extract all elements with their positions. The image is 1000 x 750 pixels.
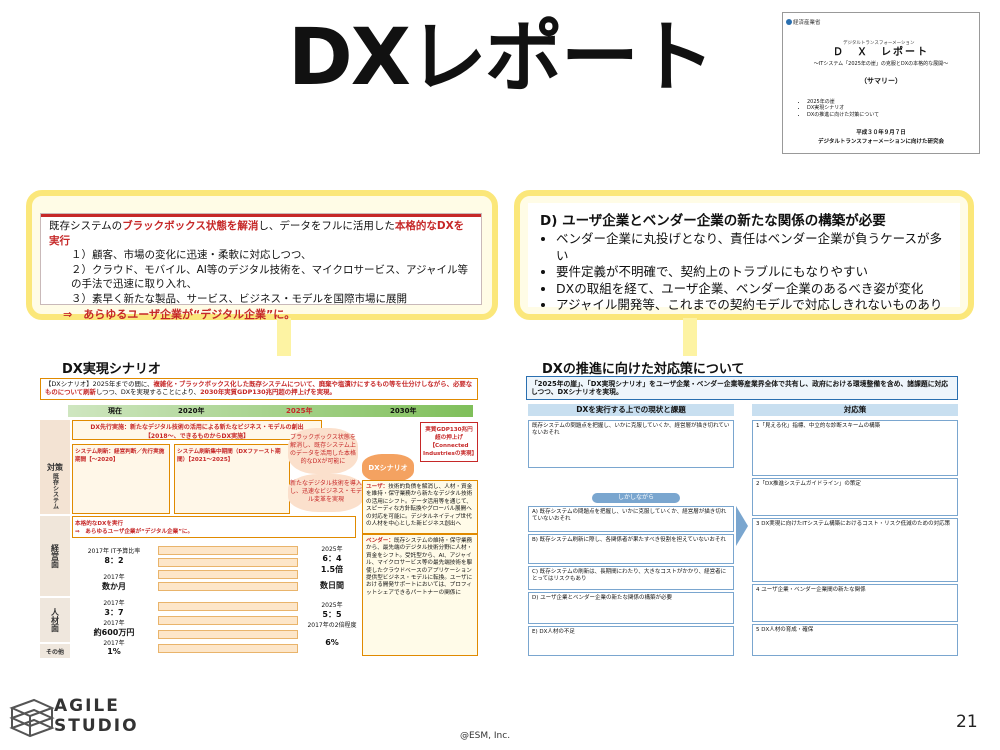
measure-bar xyxy=(158,630,298,639)
vendor-relationship-excerpt: D) ユーザ企業とベンダー企業の新たな関係の構築が必要 ベンダー企業に丸投げとな… xyxy=(528,203,960,312)
dx-cloud-bubble: 新たなデジタル技術を導入し、迅速なビジネス・モデル変革を実現 xyxy=(288,474,364,512)
user-benefit-box: ユーザ：技術的負債を解消し、人材・資金を維持・保守業務から新たなデジタル技術の活… xyxy=(362,480,478,534)
page-title: DXレポート xyxy=(288,13,715,103)
system-renewal-box-1: システム刷新：経営判断／先行実施期間【～2020】 xyxy=(72,444,170,514)
timeline-label: 2025年 xyxy=(286,407,313,415)
dx-execution-mini: 本格的なDXを実行 ⇒ あらゆるユーザ企業が“デジタル企業”に。 xyxy=(72,516,356,538)
dx-measures-slide: DXの推進に向けた対応策について 「2025年の崖」、「DX実現シナリオ」をユー… xyxy=(522,356,962,658)
timeline-label: 2020年 xyxy=(178,407,205,415)
cover-title: Ｄ Ｘ レポート xyxy=(833,47,929,58)
excerpt-bullet: 要件定義が不明確で、契約上のトラブルにもなりやすい xyxy=(556,264,948,281)
cover-subtitle: ～ITシステム「2025年の崖」の克服とDXの本格的な展開～ xyxy=(813,61,949,67)
gdp-target-box: 実質GDP130兆円超の押上げ【Connected Industriesの実現】 xyxy=(420,422,478,462)
excerpt-conclusion: ⇒ あらゆるユーザ企業が“デジタル企業”に。 xyxy=(63,308,296,321)
measure-bar xyxy=(158,558,298,567)
column-header: DXを実行する上での現状と課題 xyxy=(528,404,734,416)
issue-panel: B) 既存システム刷新に際し、各関係者が果たすべき役割を担えていないおそれ xyxy=(528,534,734,564)
excerpt-bullet: DXの取組を経て、ユーザ企業、ベンダー企業のあるべき姿が変化 xyxy=(556,281,948,298)
timeline-label: 現在 xyxy=(108,407,122,415)
slide-title: DX実現シナリオ xyxy=(62,362,161,377)
excerpt-heading: D) ユーザ企業とベンダー企業の新たな関係の構築が必要 xyxy=(540,213,886,229)
target-metric: 1.5倍 xyxy=(320,565,344,574)
dx-scenario-slide: DX実現シナリオ 【DXシナリオ】2025年までの間に、複雑化・ブラックボックス… xyxy=(38,356,482,658)
column-header: 対応策 xyxy=(752,404,958,416)
logo-wordmark: AGILE STUDIO xyxy=(54,696,139,736)
row-label: その他 xyxy=(40,644,70,658)
target-metric: 6% xyxy=(325,638,339,647)
cover-ministry: 経済産業省 xyxy=(793,20,821,26)
target-metric: 2017年の2倍程度 xyxy=(307,622,357,629)
ministry-logo-icon xyxy=(786,19,792,25)
measure-panel: 2「DX推進システムガイドライン」の策定 xyxy=(752,478,958,516)
measure-panel: 5 DX人材の育成・確保 xyxy=(752,624,958,656)
timeline-label: 2030年 xyxy=(390,407,417,415)
system-renewal-box-2: システム刷新集中期間（DXファースト期間）【2021～2025】 xyxy=(174,444,290,514)
measure-bar xyxy=(158,616,298,625)
row-label: 既存システム xyxy=(40,471,70,511)
dx-scenario-badge: DXシナリオ xyxy=(362,454,414,482)
issue-panel: C) 既存システムの刷新は、長期間にわたり、大きなコストがかかり、経営者にとって… xyxy=(528,566,734,590)
slide-banner: 【DXシナリオ】2025年までの間に、複雑化・ブラックボックス化した既存システム… xyxy=(40,378,478,400)
measure-panel: 1「見える化」指標、中立的な診断スキームの構築 xyxy=(752,420,958,476)
cover-item: DXの推進に向けた対策について xyxy=(807,112,879,118)
page-number: 21 xyxy=(956,712,978,732)
measure-bar xyxy=(158,570,298,579)
measure-bar xyxy=(158,602,298,611)
row-label: 経営面 xyxy=(40,516,70,596)
timeline-arrow: 現在 2020年 2025年 2030年 xyxy=(68,405,473,417)
copyright: @ESM, Inc. xyxy=(460,731,511,741)
vendor-benefit-box: ベンダー：既存システムの維持・保守業務から、最先端のデジタル技術分野に人材・資金… xyxy=(362,534,478,656)
cover-item: 2025年の崖 xyxy=(807,99,879,105)
excerpt-topbar xyxy=(41,214,481,217)
report-cover-thumbnail: 経済産業省 デジタルトランスフォーメーション Ｄ Ｘ レポート ～ITシステム「… xyxy=(782,12,980,154)
issue-panel: A) 既存システムの問題点を把握し、いかに克服していくか、経営層が描き切れていな… xyxy=(528,506,734,532)
agile-studio-logo-icon xyxy=(9,698,55,738)
cover-item: DX実現シナリオ xyxy=(807,105,879,111)
excerpt-bullet: アジャイル開発等、これまでの契約モデルで対応しきれないものあり xyxy=(556,297,948,314)
however-pill: しかしながら xyxy=(592,493,680,503)
row-label: 人材面 xyxy=(40,598,70,642)
excerpt-bullet: ベンダー企業に丸投げとなり、責任はベンダー企業が負うケースが多い xyxy=(556,231,948,264)
excerpt-bullet-list: ベンダー企業に丸投げとなり、責任はベンダー企業が負うケースが多い 要件定義が不明… xyxy=(540,231,948,314)
baseline-metric: 2017年数か月 xyxy=(102,574,126,591)
cover-item-list: 2025年の崖 DX実現シナリオ DXの推進に向けた対策について xyxy=(799,99,879,118)
right-arrow-icon xyxy=(736,506,748,546)
slide-title: DXの推進に向けた対応策について xyxy=(542,362,745,377)
target-metric: 数日間 xyxy=(320,581,344,590)
measure-panel: 3 DX実現に向けたITシステム構築におけるコスト・リスク低減のための対応策 xyxy=(752,518,958,582)
slide-banner: 「2025年の崖」、「DX実現シナリオ」をユーザ企業・ベンダー企業等産業界全体で… xyxy=(526,376,958,400)
measure-bar xyxy=(158,582,298,591)
measure-bar xyxy=(158,644,298,653)
dx-first-box: DX先行実施：新たなデジタル技術の活用による新たなビジネス・モデルの創出 【20… xyxy=(72,420,322,440)
excerpt-item: ２）クラウド、モバイル、AI等のデジタル技術を、マイクロサービス、アジャイル等の… xyxy=(71,263,468,291)
excerpt-lead: 既存システムのブラックボックス状態を解消し、データをフルに活用した本格的なDXを… xyxy=(49,220,465,247)
cover-kicker: デジタルトランスフォーメーション xyxy=(843,41,915,46)
dx-execution-excerpt: 既存システムのブラックボックス状態を解消し、データをフルに活用した本格的なDXを… xyxy=(40,213,482,321)
issue-panel: 既存システムの問題点を把握し、いかに克服していくか、経営層が描き切れていないおそ… xyxy=(528,420,734,468)
cover-org: デジタルトランスフォーメーションに向けた研究会 xyxy=(818,139,944,145)
measure-panel: 4 ユーザ企業・ベンダー企業間の新たな関係 xyxy=(752,584,958,622)
excerpt-item: ３）素早く新たな製品、サービス、ビジネス・モデルを国際市場に展開 xyxy=(71,292,407,305)
measure-bar xyxy=(158,546,298,555)
dx-cloud-bubble: ブラックボックス状態を解消し、既存システム上のデータを活用した本格的なDXが可能… xyxy=(288,428,358,474)
excerpt-item: １）顧客、市場の変化に迅速・柔軟に対応しつつ、 xyxy=(71,249,312,261)
cover-summary: （サマリー） xyxy=(860,77,902,85)
issue-panel: E) DX人材の不足 xyxy=(528,626,734,656)
baseline-metric: 2017年約600万円 xyxy=(93,620,135,637)
cover-date: 平成３０年９月７日 xyxy=(856,130,906,136)
issue-panel: D) ユーザ企業とベンダー企業の新たな関係の構築が必要 xyxy=(528,592,734,624)
